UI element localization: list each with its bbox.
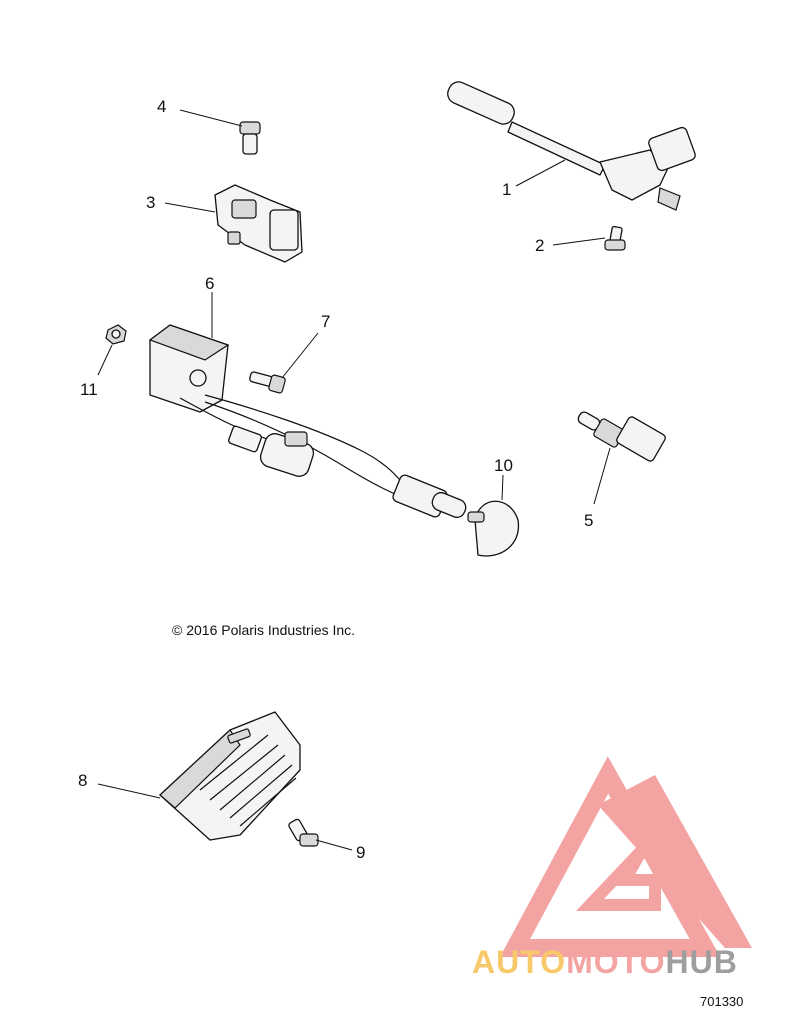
part-8-regulator: [159, 711, 301, 841]
callout-8: 8: [78, 771, 87, 790]
part-1-speed-sensor: [447, 81, 696, 211]
callout-2: 2: [535, 236, 544, 255]
part-6-module-harness: [148, 324, 467, 518]
automotohub-wordmark: AUTOMOTOHUB: [472, 944, 738, 980]
callout-10: 10: [494, 456, 513, 475]
part-9-bolt: [288, 818, 319, 847]
part-11-nut: [105, 324, 127, 345]
part-2-screw: [604, 225, 626, 251]
part-5-temp-sensor: [577, 411, 666, 462]
part-4-bolt: [239, 121, 261, 155]
callout-5: 5: [584, 511, 593, 530]
callout-1: 1: [502, 180, 511, 199]
copyright-text: © 2016 Polaris Industries Inc.: [172, 622, 356, 638]
callout-4: 4: [157, 97, 166, 116]
callout-11: 11: [80, 380, 98, 399]
callout-6: 6: [205, 274, 214, 293]
callout-9: 9: [356, 843, 365, 862]
automotohub-logo: [499, 756, 752, 957]
callout-3: 3: [146, 193, 155, 212]
part-3-map-sensor: [214, 184, 303, 263]
callout-7: 7: [321, 312, 330, 331]
part-10-clip: [467, 500, 520, 557]
part-7-bolt: [249, 371, 286, 394]
figure-number: 701330: [700, 994, 744, 1009]
